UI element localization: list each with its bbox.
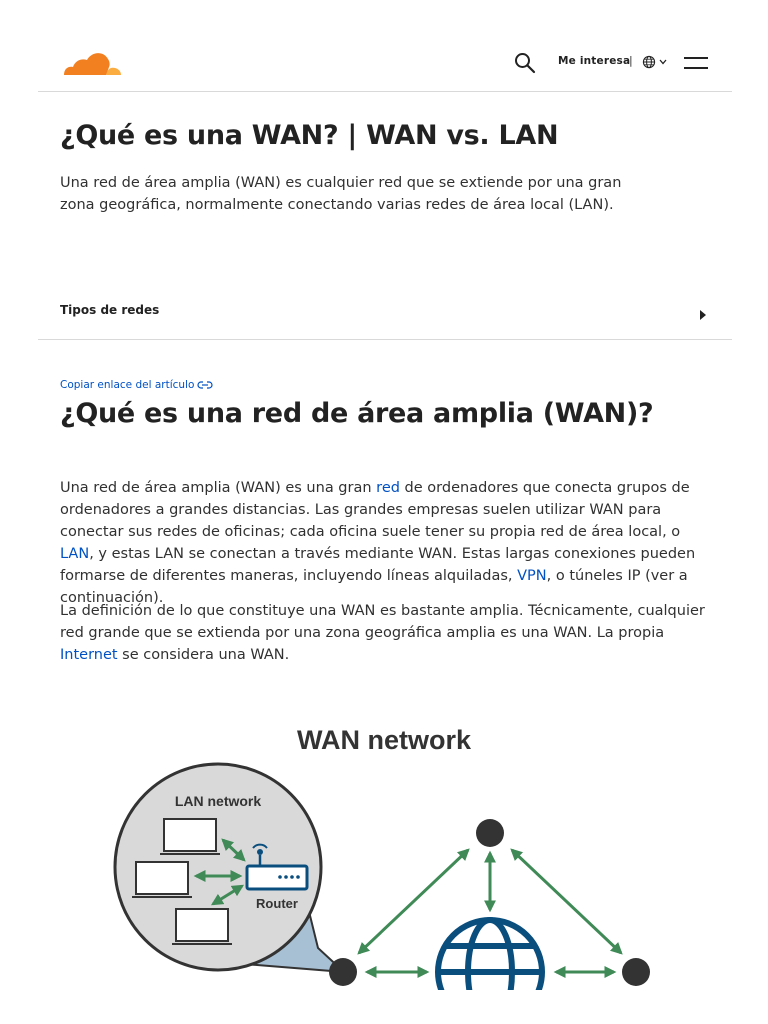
copy-article-link[interactable]: Copiar enlace del artículo [60, 379, 213, 391]
link-lan[interactable]: LAN [60, 546, 90, 562]
laptop-icon [172, 908, 232, 945]
link-icon [197, 381, 213, 389]
site-header: Me interesa | [38, 0, 732, 92]
link-internet[interactable]: Internet [60, 647, 118, 663]
wan-network-diagram: WAN network LAN network Router [113, 725, 650, 990]
router-label: Router [256, 896, 298, 911]
globe-icon [435, 917, 545, 990]
chevron-down-icon [659, 59, 667, 65]
wan-node [476, 819, 504, 847]
header-separator: | [629, 54, 633, 67]
search-icon[interactable] [513, 51, 537, 75]
wan-node [622, 958, 650, 986]
types-of-networks-toggle[interactable]: Tipos de redes [38, 290, 732, 340]
page-title: ¿Qué es una WAN? | WAN vs. LAN [60, 120, 559, 151]
section-title: ¿Qué es una red de área amplia (WAN)? [60, 398, 654, 429]
interest-link[interactable]: Me interesa [558, 55, 631, 67]
link-vpn[interactable]: VPN [517, 568, 547, 584]
types-of-networks-label: Tipos de redes [60, 303, 160, 317]
article-paragraph-1: Una red de área amplia (WAN) es una gran… [60, 480, 696, 606]
laptop-icon [132, 861, 192, 898]
lan-network-bubble [113, 762, 323, 972]
globe-icon [642, 55, 656, 69]
triangle-right-icon [700, 310, 706, 320]
cloudflare-logo[interactable] [60, 48, 122, 78]
router-icon [245, 843, 309, 891]
diagram-title: WAN network [297, 725, 472, 755]
copy-link-label: Copiar enlace del artículo [60, 379, 195, 391]
hamburger-menu-icon[interactable] [684, 55, 710, 71]
link-red[interactable]: red [376, 480, 400, 496]
page-description: Una red de área amplia (WAN) es cualquie… [60, 175, 622, 213]
wan-node [329, 958, 357, 986]
language-selector[interactable] [642, 54, 672, 70]
lan-network-label: LAN network [175, 793, 262, 809]
laptop-icon [160, 818, 220, 855]
article-paragraph-2: La definición de lo que constituye una W… [60, 603, 705, 663]
